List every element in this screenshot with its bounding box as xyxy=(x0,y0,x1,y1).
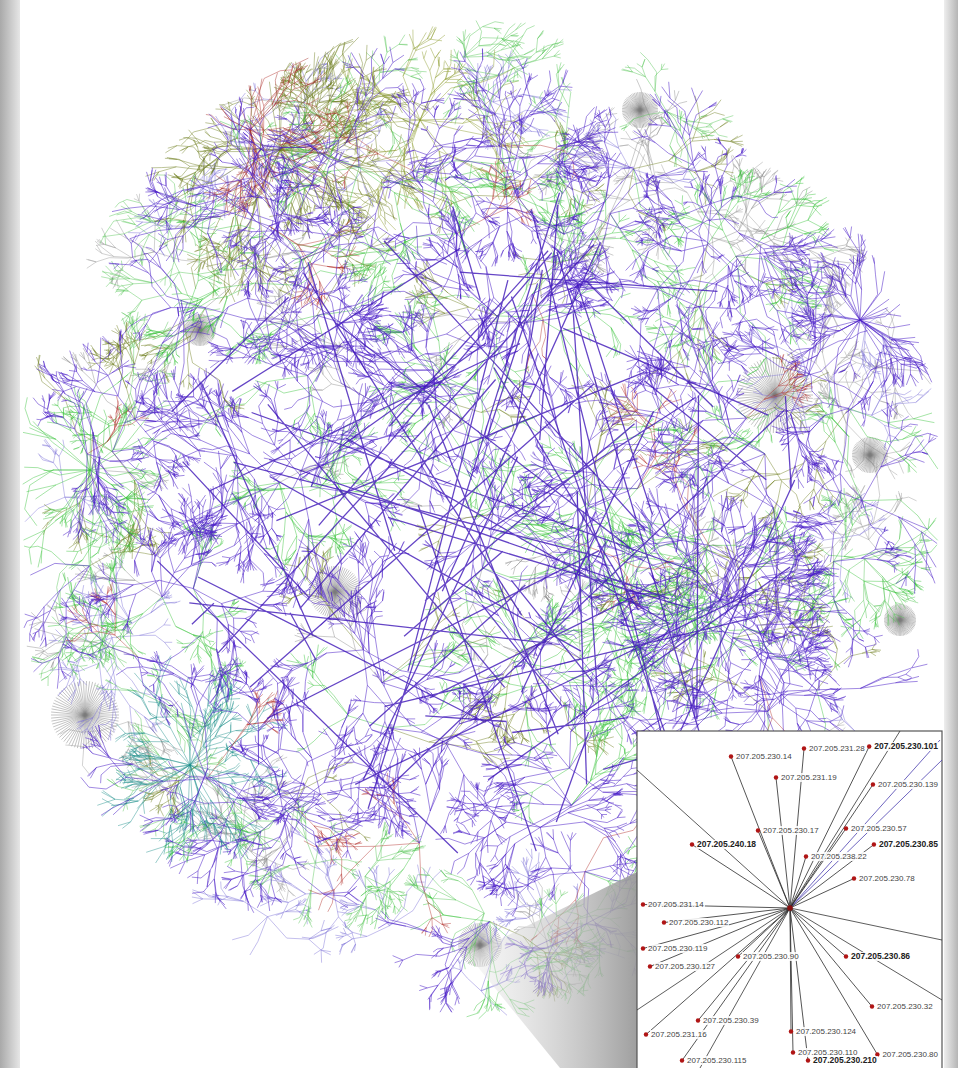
ip-label: 207.205.231.28 xyxy=(808,744,866,753)
network-branch xyxy=(341,26,529,231)
host-dot xyxy=(774,775,778,779)
wire xyxy=(776,778,790,909)
host-dot xyxy=(756,828,760,832)
ip-label: 207.205.230.39 xyxy=(702,1016,760,1025)
ip-label: 207.205.240.18 xyxy=(696,840,757,849)
host-dot xyxy=(804,854,808,858)
host-dot xyxy=(641,902,645,906)
ip-label: 207.205.238.22 xyxy=(810,852,868,861)
wire xyxy=(700,908,790,1068)
ip-label: 207.205.230.80 xyxy=(881,1050,939,1059)
ip-label: 207.205.230.85 xyxy=(878,840,939,849)
host-dot xyxy=(648,964,652,968)
ip-label: 207.205.230.119 xyxy=(647,944,708,953)
ip-label: 207.205.230.32 xyxy=(876,1002,934,1011)
wire xyxy=(790,908,846,957)
host-dot xyxy=(736,954,740,958)
host-dot xyxy=(641,946,645,950)
ip-label: 207.205.230.127 xyxy=(654,962,716,971)
host-dot xyxy=(690,842,694,846)
host-dot xyxy=(871,782,875,786)
zoom-cone xyxy=(468,872,637,1068)
wire xyxy=(758,831,790,909)
ip-label: 207.205.231.19 xyxy=(780,773,838,782)
ip-label: 207.205.230.115 xyxy=(686,1056,747,1065)
inset-frame xyxy=(637,731,942,1068)
host-dot xyxy=(696,1018,700,1022)
wire xyxy=(790,908,877,1055)
host-dot xyxy=(844,954,848,958)
host-dot xyxy=(872,842,876,846)
wire xyxy=(790,908,942,1000)
page-edge xyxy=(0,0,20,1068)
host-dot xyxy=(802,746,806,750)
host-dot xyxy=(852,876,856,880)
host-dot xyxy=(680,1058,684,1062)
host-dot xyxy=(867,744,871,748)
ip-label: 207.205.230.112 xyxy=(668,918,729,927)
ip-label: 207.205.230.101 xyxy=(873,742,939,751)
host-dot xyxy=(844,826,848,830)
ip-label: 207.205.230.139 xyxy=(877,780,939,789)
ip-label: 207.205.230.14 xyxy=(735,752,793,761)
ip-label: 207.205.230.86 xyxy=(850,952,911,961)
host-dot xyxy=(870,1004,874,1008)
wire xyxy=(637,770,790,908)
ip-label: 207.205.230.124 xyxy=(795,1027,857,1036)
host-dot xyxy=(791,1050,795,1054)
host-dot xyxy=(644,1032,648,1036)
ip-label: 207.205.230.57 xyxy=(850,824,908,833)
ip-label: 207.205.231.14 xyxy=(647,900,705,909)
host-dot xyxy=(789,1029,793,1033)
host-dot xyxy=(729,754,733,758)
hub-dot xyxy=(787,905,793,911)
ip-label: 207.205.230.90 xyxy=(742,952,800,961)
ip-label: 207.205.231.16 xyxy=(650,1030,708,1039)
wire xyxy=(790,908,808,1061)
host-dot xyxy=(662,920,666,924)
wire xyxy=(790,740,940,908)
ip-label: 207.205.230.78 xyxy=(858,874,916,883)
wire xyxy=(790,857,806,909)
ip-label: 207.205.230.17 xyxy=(762,826,820,835)
ip-label: 207.205.230.210 xyxy=(812,1056,878,1065)
wire xyxy=(790,785,873,909)
wire xyxy=(646,908,790,1035)
host-dot xyxy=(806,1058,810,1062)
page-edge xyxy=(944,0,958,1068)
wire xyxy=(692,845,790,909)
